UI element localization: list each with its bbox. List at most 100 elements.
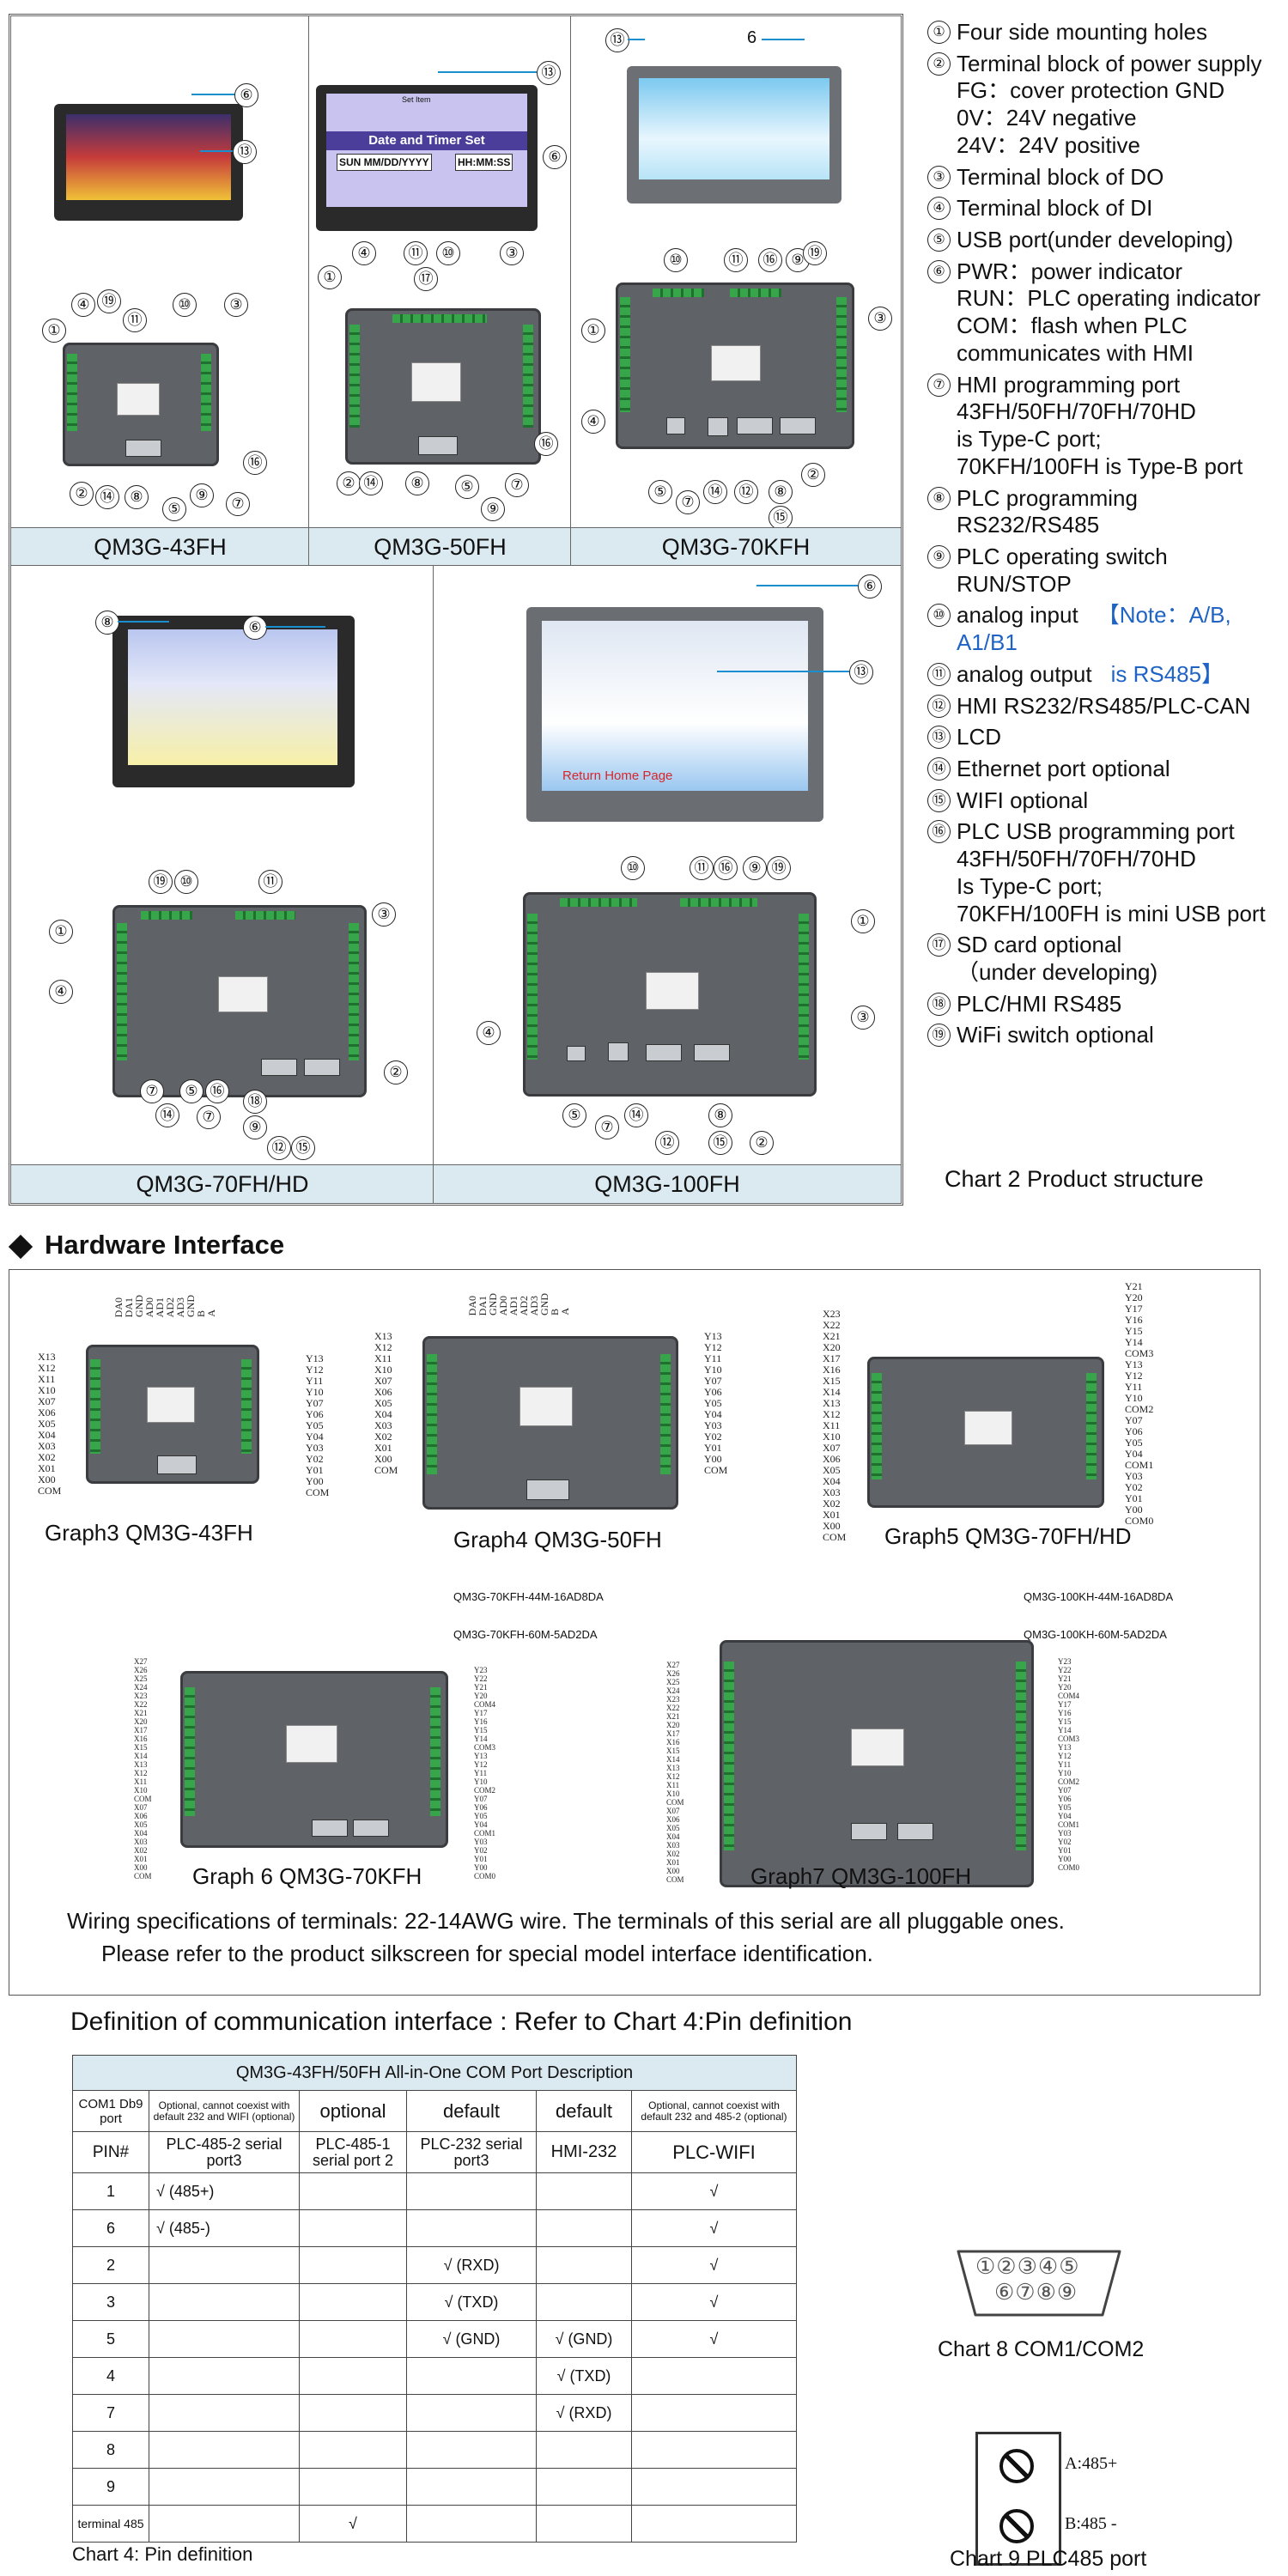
hmi-back-70kfh [616,283,854,449]
pin-label: X05 [823,1464,841,1476]
table-row: 7√ (RXD) [72,2394,797,2432]
pin-label: Y20 [474,1692,488,1700]
table-cell [299,2320,407,2358]
table-cell: 4 [72,2357,149,2395]
callout-16: ⑯ [243,451,267,475]
pin-label: Y03 [1058,1829,1072,1838]
pin-label: X20 [666,1721,680,1729]
db9-port-1 [312,1820,348,1837]
legend-number: ⑦ [927,373,951,397]
pin-label: Y13 [1058,1743,1072,1752]
callout-7: ⑦ [140,1079,164,1103]
pin-label: X00 [374,1453,392,1465]
table-cell: √ [631,2246,797,2284]
callout-2: ② [70,482,94,506]
callout-19: ⑲ [803,241,827,265]
table-cell: optional [299,2090,407,2132]
usb-port [666,417,685,434]
pin-label: X26 [666,1669,680,1678]
pin-label: X16 [666,1738,680,1747]
chart9-caption: Chart 9 PLC485 port [950,2547,1147,2571]
table-cell [149,2394,300,2432]
panel-caption: QM3G-43FH [11,527,309,566]
pin-label: Y16 [1125,1314,1143,1326]
legend-line: COM：flash when PLC [957,313,1188,339]
callout-11: ⑪ [690,856,714,880]
pin-label: Y15 [474,1726,488,1735]
pin-label: Y06 [474,1803,488,1812]
pin-label: Y04 [1125,1448,1143,1460]
wiring-note-1: Wiring specifications of terminals: 22-1… [67,1908,1065,1934]
pin-label: COM3 [1058,1735,1080,1743]
pin-label: Y01 [306,1464,324,1476]
graph7-device [720,1640,1034,1887]
table-cell [149,2246,300,2284]
pin-label: X01 [38,1462,56,1474]
table-cell [631,2394,797,2432]
pin-label: X14 [823,1386,841,1398]
table-cell [299,2468,407,2506]
legend-line: 70KFH/100FH is mini USB port [957,900,1266,927]
pin-label: Y02 [704,1431,722,1443]
callout-7: ⑦ [595,1115,619,1139]
diamond-bullet-icon [8,1234,33,1259]
pin-label: X00 [666,1867,680,1875]
db9-port [418,436,458,455]
callout-7b: ⑦ [197,1105,221,1129]
table-cell [406,2468,537,2506]
callout-11: ⑪ [724,248,748,272]
nameplate [646,972,699,1010]
nameplate [117,383,160,416]
graph4-caption: Graph4 QM3G-50FH [453,1527,662,1552]
legend-line: LCD [957,724,1002,750]
graph6-model-note-2: QM3G-70KFH-60M-5AD2DA [453,1628,598,1641]
lcd-screen [128,629,337,765]
table-cell: √ (RXD) [406,2246,537,2284]
callout-4: ④ [49,980,73,1004]
leader-line [756,585,858,586]
plc485-b-label: B:485 - [1065,2514,1117,2533]
table-cell: √ [631,2320,797,2358]
table-cell: √ [631,2172,797,2210]
table-cell [149,2357,300,2395]
table-cell [631,2431,797,2469]
table-cell [149,2320,300,2358]
pin-label: Y00 [704,1453,722,1465]
callout-19: ⑲ [97,289,121,313]
table-row: 3√ (TXD)√ [72,2283,797,2321]
nameplate [964,1411,1012,1445]
table-row: 6√ (485-)√ [72,2209,797,2247]
table-cell [536,2431,632,2469]
pin-label: X07 [374,1375,392,1387]
leader-line [118,621,169,623]
legend-line: RUN：PLC operating indicator [957,285,1261,312]
pin-label: Y05 [704,1397,722,1409]
table-cell: PLC-485-1 serial port 2 [299,2131,407,2173]
pin-label: Y00 [1058,1855,1072,1863]
pin-label: Y02 [306,1453,324,1465]
legend-number: ② [927,52,951,76]
pin-label: X00 [38,1473,56,1485]
table-cell: HMI-232 [536,2131,632,2173]
pin-label: Y10 [704,1364,722,1376]
pin-label: X11 [38,1373,56,1385]
pin-label: X24 [666,1686,680,1695]
callout-1: ① [318,265,342,289]
table-row: terminal 485√ [72,2505,797,2543]
legend-line: Is Type-C port; [957,872,1103,899]
terminal-di [349,325,360,428]
callout-12: ⑫ [655,1131,679,1155]
pin-label: COM2 [1058,1777,1080,1786]
pin-label: Y12 [474,1760,488,1769]
pin-label: Y07 [704,1375,722,1387]
